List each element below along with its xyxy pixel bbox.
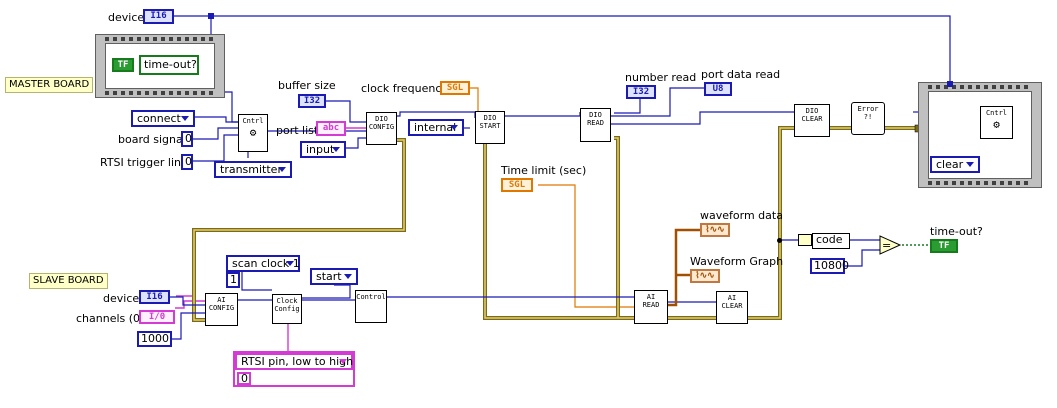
clock-frequency-terminal[interactable]: SGL [440, 81, 470, 95]
dio-clear-line1: DIO [805, 107, 819, 115]
channels-terminal[interactable]: I/0 [139, 310, 175, 324]
waveform-graph-terminal[interactable]: ⌇∿∿ [690, 269, 720, 283]
ai-read-vi[interactable]: AI READ [634, 290, 668, 324]
ai-config-line2: CONFIG [208, 304, 235, 312]
slave-device-label: device [103, 292, 140, 305]
device-label: device [108, 11, 145, 24]
frame-filmstrip-bottom [928, 181, 1032, 185]
device-terminal[interactable]: I16 [143, 9, 174, 24]
board-signal-label: board signal [118, 133, 186, 146]
ai-config-line1: AI [217, 296, 226, 304]
rtsi-trigger-line-input[interactable]: 0 [181, 154, 193, 170]
error-handler-line2: ?! [863, 113, 873, 121]
ai-clear-vi[interactable]: AI CLEAR [716, 291, 748, 324]
scan-clock-index: 1 [226, 272, 240, 288]
clock-config-line2: Config [274, 305, 300, 313]
slave-device-terminal[interactable]: I16 [139, 290, 170, 304]
port-list-terminal[interactable]: abc [316, 121, 346, 136]
timeout-out-terminal[interactable]: TF [930, 239, 958, 253]
cntrl-vi-title: Cntrl [242, 117, 264, 125]
rtsi-trigger-line-label: RTSI trigger line [100, 156, 188, 169]
frame-filmstrip-top [928, 85, 1032, 89]
ai-clear-line1: AI [727, 294, 737, 302]
cntrl-vi-title: Cntrl [985, 109, 1008, 117]
dio-config-line2: CONFIG [368, 123, 395, 131]
clock-config-vi[interactable]: Clock Config [272, 294, 302, 324]
master-board-note: MASTER BOARD [5, 77, 94, 93]
unbundle-node[interactable] [798, 234, 812, 246]
transmitter-ring[interactable]: transmitter [214, 161, 292, 178]
timeout-bool-constant[interactable]: TF [112, 58, 134, 72]
clear-ring[interactable]: clear [930, 156, 980, 173]
buffer-size-label: buffer size [278, 79, 336, 92]
error-handler-line1: Error [857, 105, 879, 113]
internal-ring[interactable]: internal [408, 119, 464, 136]
dio-config-vi[interactable]: DIO CONFIG [366, 112, 397, 145]
code-constant[interactable]: 10800 [810, 258, 849, 274]
waveform-data-terminal[interactable]: ⌇∿∿ [700, 223, 730, 237]
error-handler-vi[interactable]: Error ?! [851, 102, 885, 135]
buffer-size-constant[interactable]: 1000 [137, 331, 172, 347]
dio-start-vi[interactable]: DIO START [475, 111, 505, 144]
channels-label: channels (0) [76, 312, 145, 325]
port-data-wire [610, 87, 704, 117]
start-ring[interactable]: start [310, 268, 358, 285]
board-signal-input[interactable]: 0 [181, 131, 193, 147]
port-list-label: port list [276, 124, 319, 137]
wrench-icon: ⚙ [249, 126, 257, 139]
ai-clear-line2: CLEAR [721, 302, 743, 310]
slave-board-note: SLAVE BOARD [29, 273, 108, 289]
dio-read-vi[interactable]: DIO READ [580, 108, 611, 142]
buffer-size-terminal[interactable]: I32 [298, 94, 326, 108]
dio-start-line2: START [479, 122, 501, 130]
dio-start-line1: DIO [483, 114, 497, 122]
control-vi-title: Control [356, 293, 386, 301]
dio-read-line1: DIO [589, 111, 602, 119]
waveform-data-label: waveform data [700, 209, 783, 222]
dio-config-line1: DIO [375, 115, 388, 123]
scan-clock-ring[interactable]: scan clock 1 [226, 255, 300, 272]
cntrl-vi-clear[interactable]: Cntrl ⚙ [980, 106, 1013, 139]
number-read-terminal[interactable]: I32 [626, 85, 656, 99]
frame-filmstrip-top [105, 37, 215, 41]
connect-ring[interactable]: connect [131, 110, 195, 127]
dio-clear-vi[interactable]: DIO CLEAR [794, 104, 830, 137]
device-wire-top [174, 15, 951, 83]
rtsi-pin-index: 0 [237, 372, 251, 385]
clock-config-line1: Clock [276, 297, 298, 305]
device-junction [208, 13, 214, 19]
cntrl-vi-master[interactable]: Cntrl ⚙ [238, 114, 268, 152]
wire-junction [777, 238, 782, 243]
wrench-icon: ⚙ [993, 118, 1000, 131]
timeout-out-label: time-out? [930, 225, 983, 238]
dio-clear-line2: CLEAR [801, 115, 823, 123]
dio-read-line2: READ [587, 119, 604, 127]
ai-config-vi[interactable]: AI CONFIG [205, 293, 238, 326]
waveform-graph-label: Waveform Graph [690, 255, 784, 268]
equal-symbol: = [882, 239, 891, 252]
time-limit-terminal[interactable]: SGL [501, 178, 533, 192]
control-vi[interactable]: Control [355, 290, 387, 323]
port-data-read-terminal[interactable]: U8 [704, 82, 732, 96]
port-data-read-label: port data read [701, 68, 781, 81]
rtsi-pin-ring[interactable]: RTSI pin, low to high [235, 353, 353, 370]
device-tunnel [947, 81, 953, 87]
frame-filmstrip-bottom [105, 91, 215, 95]
clock-frequency-label: clock frequency [361, 82, 448, 95]
input-ring[interactable]: input [300, 141, 346, 158]
ai-read-line2: READ [642, 301, 660, 309]
time-limit-label: Time limit (sec) [501, 164, 587, 177]
code-indicator: code [812, 233, 850, 249]
number-read-label: number read [625, 71, 697, 84]
timeout-indicator: time-out? [139, 55, 199, 75]
ai-read-line1: AI [646, 293, 656, 301]
